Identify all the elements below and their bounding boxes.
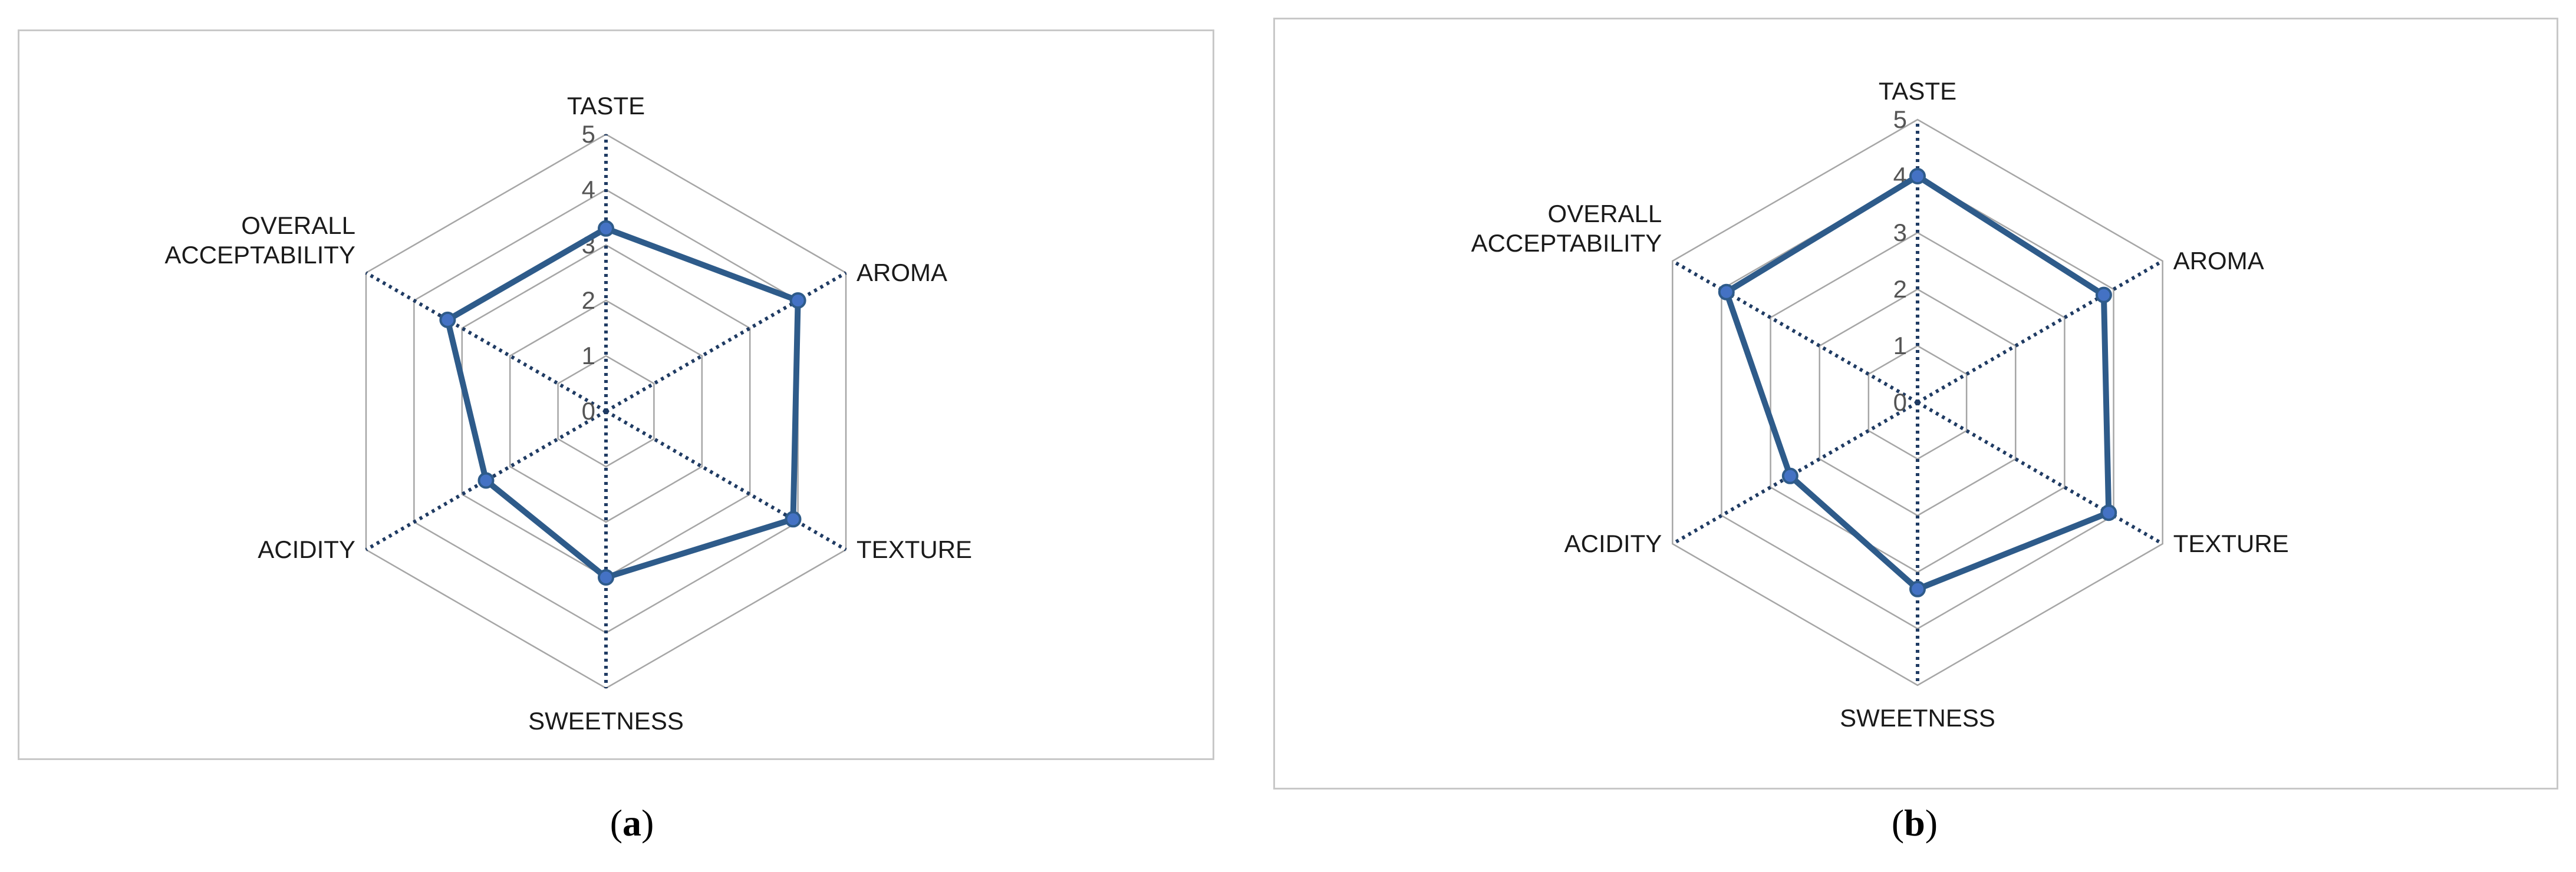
- data-point-3: [1909, 580, 1926, 597]
- tick-label-4: 4: [582, 176, 595, 203]
- axis-spoke-5: [1671, 259, 1919, 404]
- tick-label-2: 2: [1893, 275, 1907, 303]
- axis-label-1: AROMA: [2173, 247, 2264, 275]
- axis-label-0: TASTE: [1879, 77, 1956, 105]
- axis-label-2: TEXTURE: [857, 536, 972, 563]
- data-point-4: [1781, 467, 1798, 484]
- tick-label-0: 0: [1893, 388, 1907, 416]
- axis-label-5-line-0: OVERALL: [241, 212, 355, 239]
- axis-label-4: ACIDITY: [1564, 530, 1662, 557]
- axis-label-5-line-1: ACCEPTABILITY: [1471, 229, 1662, 257]
- series-line-0: [444, 225, 801, 580]
- data-point-5: [1718, 283, 1735, 300]
- axis-label-4: ACIDITY: [258, 536, 355, 563]
- tick-label-1: 1: [1893, 332, 1907, 359]
- caption-b-letter: b: [1904, 802, 1925, 844]
- axis-label-3: SWEETNESS: [528, 707, 684, 735]
- tick-label-2: 2: [582, 286, 595, 314]
- grid-ring-2: [509, 299, 703, 523]
- caption-a-letter: a: [622, 802, 641, 844]
- data-point-2: [2100, 504, 2117, 521]
- grid-ring-1: [557, 355, 655, 468]
- tick-label-1: 1: [582, 342, 595, 369]
- axis-label-2: TEXTURE: [2173, 530, 2289, 557]
- axis-label-0: TASTE: [567, 92, 645, 120]
- tick-label-5: 5: [1893, 105, 1907, 133]
- tick-label-0: 0: [582, 397, 595, 425]
- radar-chart-a-svg: 012345TASTEAROMATEXTURESWEETNESSACIDITYO…: [164, 92, 972, 735]
- axis-label-5-line-1: ACCEPTABILITY: [164, 241, 355, 269]
- grid-ring-5: [1672, 118, 2163, 686]
- caption-b: (b): [1891, 802, 1938, 844]
- data-point-0: [1909, 168, 1926, 184]
- data-point-2: [785, 511, 802, 528]
- caption-a: (a): [610, 802, 654, 844]
- axis-spoke-1: [1916, 259, 2164, 404]
- axis-spoke-5: [365, 271, 607, 413]
- tick-label-5: 5: [582, 120, 595, 148]
- axis-label-5-line-0: OVERALL: [1548, 200, 1662, 227]
- axis-label-3: SWEETNESS: [1840, 704, 1995, 732]
- data-point-1: [789, 292, 806, 309]
- radar-chart-b-svg: 012345TASTEAROMATEXTURESWEETNESSACIDITYO…: [1471, 77, 2289, 732]
- data-point-3: [598, 569, 614, 586]
- axis-spoke-1: [605, 271, 847, 413]
- axis-spoke-2: [605, 409, 847, 551]
- data-point-5: [439, 311, 456, 328]
- axis-label-1: AROMA: [857, 259, 947, 286]
- tick-label-3: 3: [1893, 219, 1907, 246]
- axis-spoke-2: [1916, 401, 2164, 546]
- data-point-1: [2095, 286, 2112, 303]
- data-point-4: [477, 472, 495, 489]
- data-point-0: [598, 220, 614, 237]
